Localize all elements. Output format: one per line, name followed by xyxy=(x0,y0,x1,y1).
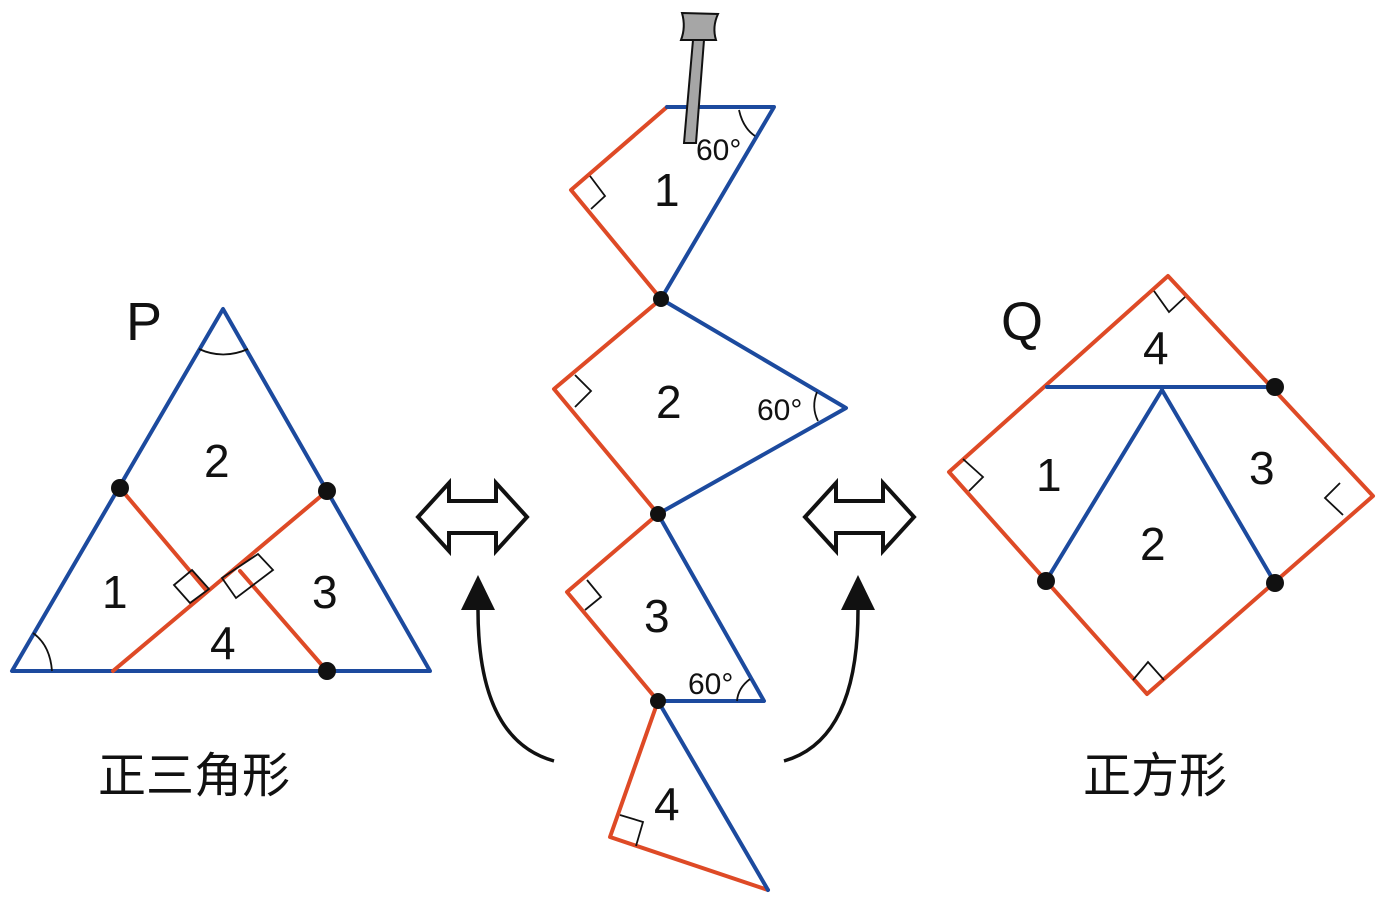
right-angle-mark xyxy=(574,374,593,408)
hinged-chain: 1 60° 2 60° 3 60° xyxy=(552,11,848,892)
piece-label-2: 2 xyxy=(1140,518,1166,570)
curved-arrow-shaft xyxy=(783,609,860,763)
triangle-p: P 2 1 3 4 正三角形 xyxy=(10,292,432,804)
piece-label-1: 1 xyxy=(1036,449,1062,501)
double-arrow-icon xyxy=(802,477,917,557)
piece-label-3: 3 xyxy=(1249,442,1275,494)
arrow-up-icon xyxy=(461,575,495,610)
angle-arc xyxy=(738,109,756,137)
hinge-dot xyxy=(650,506,666,522)
right-angle-mark xyxy=(1153,290,1186,314)
piece-label-2: 2 xyxy=(204,435,230,487)
vertex-dot xyxy=(1037,572,1055,590)
piece-label-2: 2 xyxy=(656,376,682,428)
double-arrow-icon xyxy=(415,477,530,557)
right-angle-mark xyxy=(962,458,985,492)
arrow-up-icon xyxy=(841,575,875,610)
vertex-dot xyxy=(1266,378,1284,396)
piece-label-3: 3 xyxy=(312,566,338,618)
left-connector xyxy=(415,477,555,763)
vertex-dot xyxy=(318,662,336,680)
piece-label-4: 4 xyxy=(1143,322,1169,374)
right-angle-mark xyxy=(172,568,211,605)
caption-equilateral-triangle: 正三角形 xyxy=(98,748,290,804)
caption-square: 正方形 xyxy=(1083,748,1227,804)
square-q: Q 4 1 3 2 正方形 xyxy=(947,274,1375,804)
curved-arrow-shaft xyxy=(476,609,555,763)
base-angle-arc xyxy=(32,632,53,672)
chain-piece-1: 1 60° xyxy=(569,105,776,301)
apex-angle-arc xyxy=(198,348,249,356)
piece-label-3: 3 xyxy=(644,590,670,642)
hinge-dot xyxy=(650,693,666,709)
shape-letter-p: P xyxy=(126,292,162,352)
right-angle-mark xyxy=(1132,660,1165,681)
cut-line-left xyxy=(118,486,208,592)
chain-piece-4: 4 xyxy=(608,699,770,892)
vertex-dot xyxy=(111,479,129,497)
square-outline xyxy=(947,274,1375,696)
right-angle-mark xyxy=(584,579,603,611)
right-connector xyxy=(783,477,917,763)
piece-label-1: 1 xyxy=(654,164,680,216)
piece-label-4: 4 xyxy=(210,617,236,669)
angle-arc xyxy=(813,391,819,422)
right-angle-mark xyxy=(1323,482,1344,516)
vertex-dot xyxy=(318,482,336,500)
angle-arc xyxy=(736,678,751,702)
right-angle-mark xyxy=(220,552,275,600)
angle-label-60: 60° xyxy=(688,668,733,701)
piece-label-4: 4 xyxy=(654,778,680,830)
right-angle-mark xyxy=(589,175,607,210)
right-angle-mark xyxy=(619,814,645,847)
chain-piece-2: 2 60° xyxy=(552,297,848,516)
hinge-dot xyxy=(653,291,669,307)
cut-line-right xyxy=(1160,388,1277,585)
chain-piece-3: 3 60° xyxy=(565,512,766,703)
cut-line-right xyxy=(238,569,329,673)
angle-label-60: 60° xyxy=(696,134,741,167)
vertex-dot xyxy=(1266,574,1284,592)
angle-label-60: 60° xyxy=(757,394,802,427)
piece-label-1: 1 xyxy=(102,566,128,618)
shape-letter-q: Q xyxy=(1001,292,1043,352)
cut-line-left xyxy=(1044,388,1164,583)
push-pin-icon xyxy=(679,11,720,144)
cut-line-diagonal xyxy=(111,489,329,673)
